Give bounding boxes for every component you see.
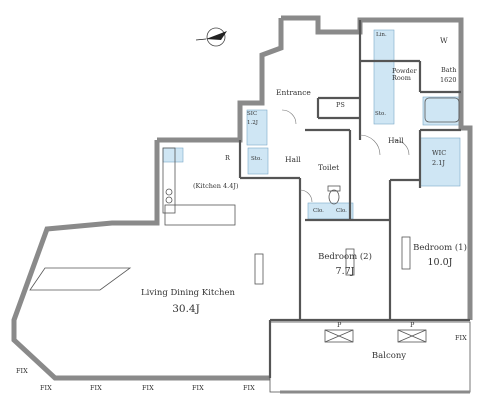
kitchen-counter	[162, 147, 236, 226]
room-label-toilet: Toilet	[318, 163, 340, 172]
fix-window-label-bottom-4: FIX	[192, 384, 204, 392]
room-size-living-dining-kitchen: 30.4J	[172, 303, 200, 315]
room-label-powder-room: Powder Room	[392, 67, 417, 82]
room-label-ps: PS	[336, 101, 345, 109]
door-arcs	[281, 109, 410, 203]
room-label-bedroom-2: Bedroom (2)	[318, 252, 372, 262]
interior-walls	[238, 20, 470, 378]
room-label-bath: Bath	[441, 66, 457, 74]
north-arrow-icon	[195, 27, 227, 47]
room-size-wic: 2.1J	[432, 159, 445, 167]
room-label-kitchen: (Kitchen 4.4J)	[193, 182, 239, 190]
fix-window-label-bottom-3: FIX	[142, 384, 154, 392]
pipe-label-1: P	[337, 321, 342, 329]
room-label-storage-upper: Sto.	[375, 111, 386, 117]
wet-areas	[162, 29, 464, 220]
balcony-area	[269, 321, 471, 394]
closet-label-1: Clo.	[313, 208, 324, 214]
closet-label-2: Clo.	[336, 208, 347, 214]
room-size-bath: 1620	[440, 76, 457, 84]
toilet-fixture	[327, 185, 341, 205]
room-label-linen: Lin.	[376, 32, 387, 38]
fridge-label: R	[225, 154, 230, 162]
fix-window-label-bottom-1: FIX	[40, 384, 52, 392]
room-label-sic: SIC	[247, 111, 258, 117]
room-label-storage-left: Sto.	[251, 156, 262, 162]
fix-window-label-bottom-5: FIX	[243, 384, 255, 392]
room-label-entrance: Entrance	[276, 88, 311, 97]
fix-window-label-left: FIX	[16, 367, 28, 375]
washer-label: W	[440, 36, 448, 45]
fix-window-label-bottom-2: FIX	[90, 384, 102, 392]
room-label-bedroom-1: Bedroom (1)	[413, 243, 467, 253]
room-label-hall-right: Hall	[388, 136, 404, 145]
room-size-bedroom-2: 7.7J	[335, 266, 355, 277]
room-label-balcony: Balcony	[371, 351, 407, 361]
room-label-wic: WIC	[432, 149, 447, 157]
bath-tub	[424, 97, 460, 123]
room-label-living-dining-kitchen: Living Dining Kitchen	[140, 288, 236, 298]
room-size-sic: 1.2J	[247, 120, 258, 126]
room-label-hall-left: Hall	[285, 155, 301, 164]
fix-window-label-right: FIX	[455, 334, 467, 342]
pipe-label-2: P	[410, 321, 415, 329]
room-size-bedroom-1: 10.0J	[427, 257, 453, 268]
window-marks	[29, 236, 411, 291]
